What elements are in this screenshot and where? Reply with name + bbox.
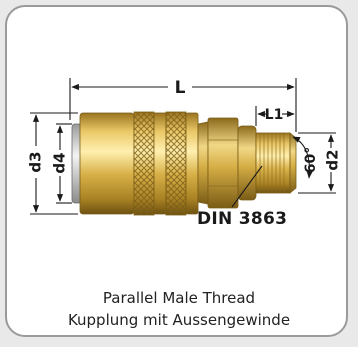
transition bbox=[197, 121, 209, 205]
dimension-lines bbox=[30, 78, 336, 215]
sleeve-front bbox=[79, 112, 135, 215]
dim-label-d3: d3 bbox=[27, 151, 45, 172]
standard-label: DIN 3863 bbox=[197, 209, 288, 229]
collar bbox=[237, 125, 257, 201]
shank-tip bbox=[289, 132, 297, 194]
knurl-pattern-1 bbox=[134, 112, 154, 215]
knurl-pattern-2 bbox=[166, 112, 186, 215]
sleeve-mid bbox=[153, 112, 167, 215]
dim-label-d4: d4 bbox=[51, 152, 69, 173]
caption-line-2: Kupplung mit Aussengewinde bbox=[67, 311, 291, 329]
hex-nut bbox=[207, 117, 239, 209]
sleeve-rear bbox=[185, 112, 199, 215]
threaded-shank bbox=[255, 132, 291, 194]
caption-line-1: Parallel Male Thread bbox=[102, 289, 256, 307]
dim-label-L: L bbox=[175, 78, 186, 98]
coupling-body bbox=[71, 111, 297, 216]
dim-label-d2: d2 bbox=[324, 149, 342, 170]
dim-label-L1: L1 bbox=[265, 107, 284, 123]
dim-label-angle: 60° bbox=[303, 147, 319, 173]
